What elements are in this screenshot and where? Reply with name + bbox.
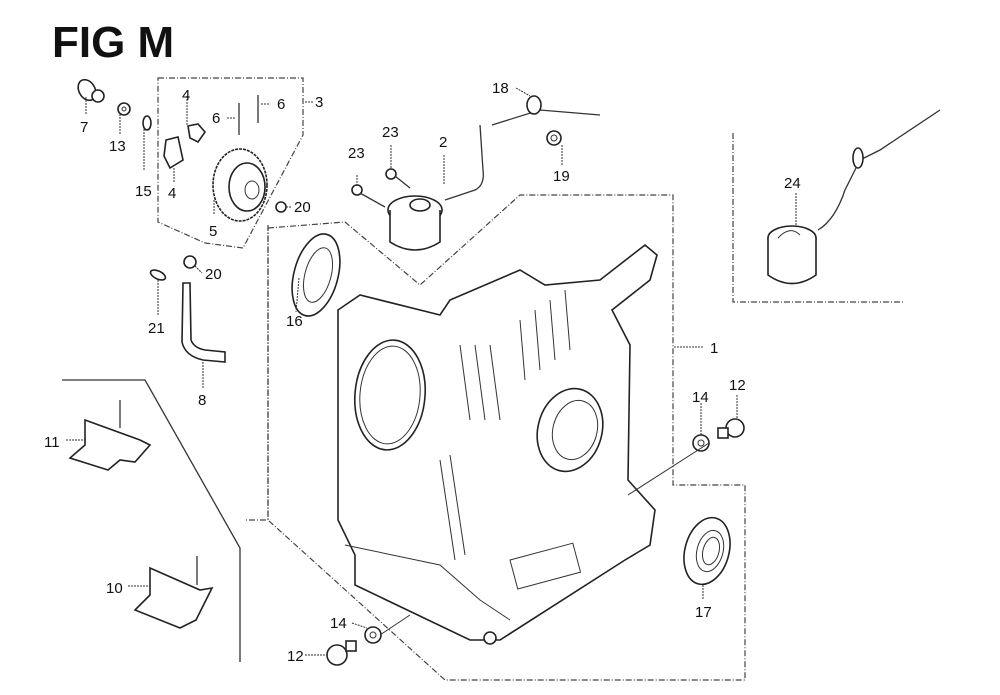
- part-23-bolt-a[interactable]: [351, 184, 386, 208]
- part-13-washer[interactable]: [117, 102, 131, 116]
- part-11-engine-mount[interactable]: [68, 400, 152, 471]
- part-8-breather-tube[interactable]: [181, 282, 226, 363]
- part-23-bolt-b[interactable]: [385, 168, 411, 189]
- part-17-oil-seal[interactable]: [677, 512, 737, 589]
- part-14-washer-bottom[interactable]: [364, 626, 382, 644]
- callout-10: 10: [106, 580, 123, 597]
- figure-title: FIG M: [52, 18, 175, 67]
- part-4-governor-weight[interactable]: [163, 123, 207, 170]
- callout-4b: 4: [168, 185, 176, 202]
- part-5-governor-gear[interactable]: [212, 148, 268, 222]
- callout-3: 3: [315, 94, 323, 111]
- callout-1: 1: [710, 340, 718, 357]
- part-1-crankcase[interactable]: [337, 243, 658, 645]
- group-3-boundary: [157, 77, 304, 249]
- callout-23b: 23: [382, 124, 399, 141]
- callout-4a: 4: [182, 87, 190, 104]
- callout-14a: 14: [692, 389, 709, 406]
- callout-23a: 23: [348, 145, 365, 162]
- callout-12b: 12: [287, 648, 304, 665]
- callout-13: 13: [109, 138, 126, 155]
- callout-18: 18: [492, 80, 509, 97]
- part-7-cap[interactable]: [75, 76, 105, 103]
- callout-5: 5: [209, 223, 217, 240]
- callout-8: 8: [198, 392, 206, 409]
- part-20-washer-lower[interactable]: [183, 255, 197, 269]
- leader-lines: [66, 87, 797, 656]
- part-18-grommet[interactable]: [526, 95, 542, 115]
- callout-15: 15: [135, 183, 152, 200]
- callout-17: 17: [695, 604, 712, 621]
- part-21-clip[interactable]: [149, 268, 167, 282]
- part-12-drain-plug-right[interactable]: [717, 418, 745, 439]
- callout-20b: 20: [205, 266, 222, 283]
- part-16-bearing[interactable]: [284, 229, 348, 322]
- callout-6b: 6: [277, 96, 285, 113]
- group-1-boundary: [245, 225, 269, 521]
- callout-14b: 14: [330, 615, 347, 632]
- callout-12a: 12: [729, 377, 746, 394]
- mount-section-boundary: [62, 379, 241, 662]
- group-24-boundary: [732, 133, 903, 303]
- part-2-oil-level-sensor[interactable]: [387, 109, 601, 251]
- callout-16: 16: [286, 313, 303, 330]
- callout-6a: 6: [212, 110, 220, 127]
- part-24-oil-sensor-assembly[interactable]: [767, 109, 941, 285]
- part-12-drain-plug-bottom[interactable]: [326, 640, 357, 666]
- callout-19: 19: [553, 168, 570, 185]
- callout-2: 2: [439, 134, 447, 151]
- callout-20a: 20: [294, 199, 311, 216]
- callout-24: 24: [784, 175, 801, 192]
- part-10-engine-mount[interactable]: [133, 556, 214, 629]
- part-15-clip[interactable]: [142, 115, 152, 131]
- part-19-nut[interactable]: [546, 130, 562, 146]
- callout-21: 21: [148, 320, 165, 337]
- callout-11: 11: [44, 434, 60, 451]
- group-1-boundary-main: [267, 194, 746, 681]
- part-6-pins[interactable]: [238, 95, 259, 135]
- part-20-washer-upper[interactable]: [275, 201, 287, 213]
- callout-7: 7: [80, 119, 88, 136]
